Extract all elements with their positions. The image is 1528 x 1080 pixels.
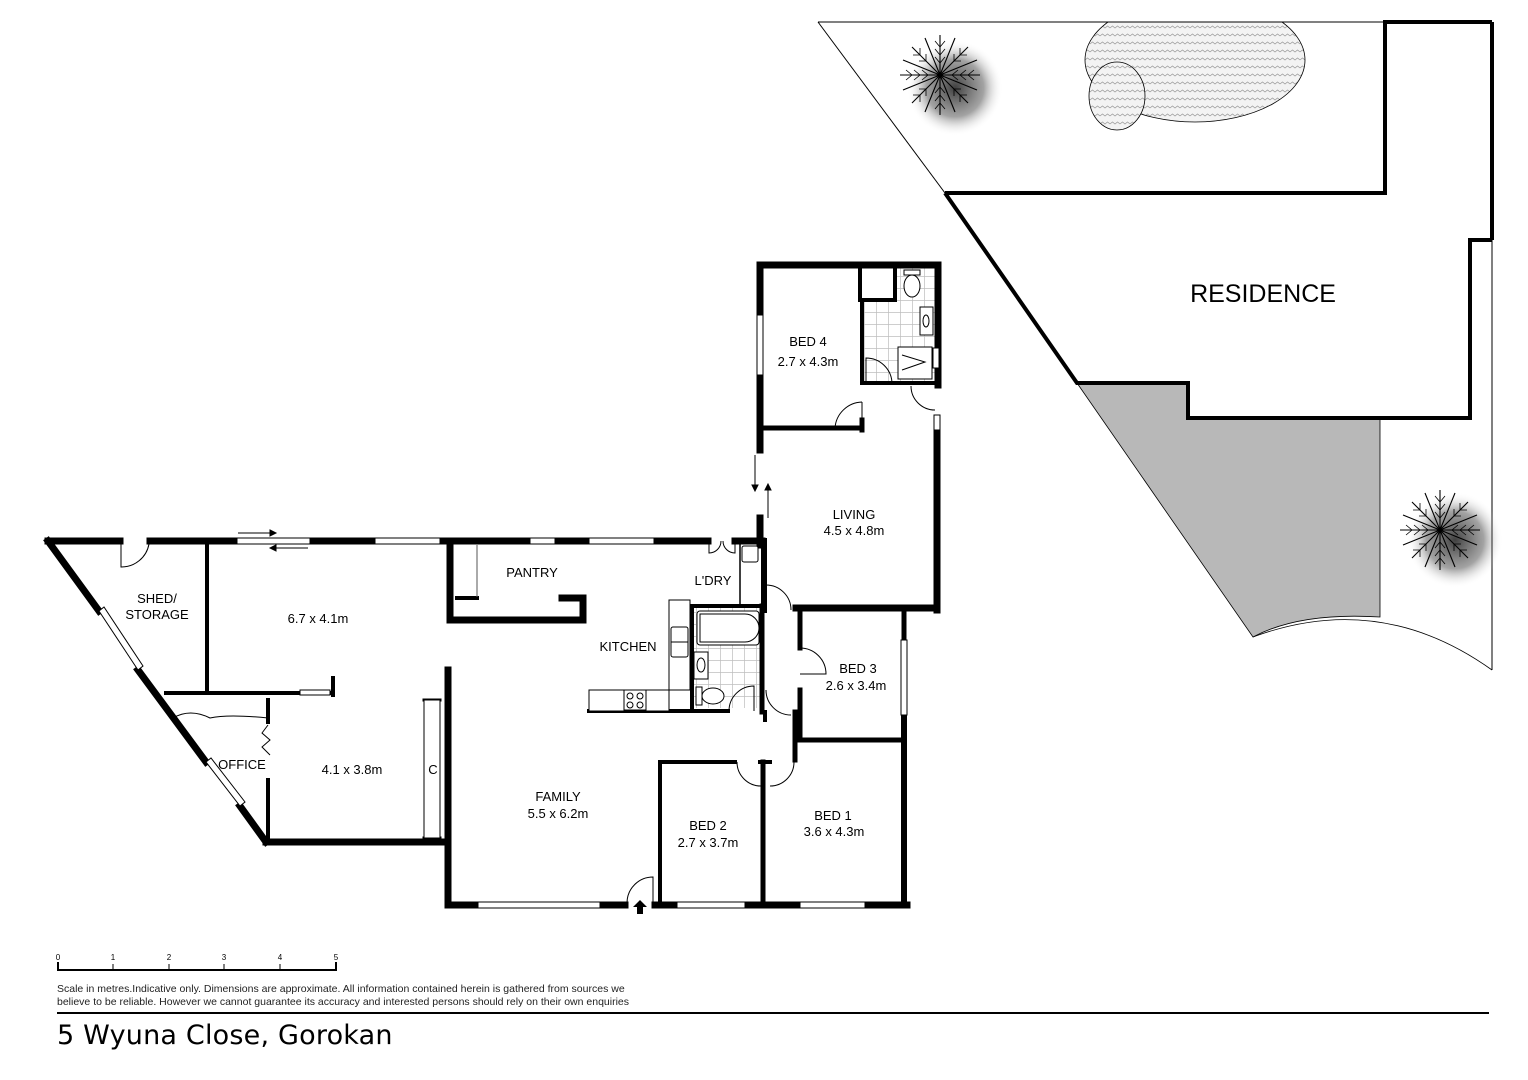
residence-label: RESIDENCE — [1190, 280, 1336, 308]
disclaimer: Scale in metres.Indicative only. Dimensi… — [57, 983, 757, 1009]
laundry-label: L'DRY — [695, 573, 732, 588]
divider — [57, 1012, 1489, 1014]
scale-tick: 3 — [222, 953, 227, 962]
family-dims: 5.5 x 6.2m — [528, 806, 589, 821]
bed4-label: BED 4 — [789, 334, 827, 349]
dining-dims: 4.1 x 3.8m — [322, 762, 383, 777]
shed-label-line2: STORAGE — [125, 607, 189, 622]
shed-label-line1: SHED/ — [137, 591, 177, 606]
scale-tick: 0 — [56, 953, 61, 962]
kitchen-label: KITCHEN — [599, 639, 656, 654]
cupboard — [423, 699, 441, 839]
bath-icon — [696, 610, 760, 646]
rumpus-dims: 6.7 x 4.1m — [288, 611, 349, 626]
toilet-icon — [695, 686, 725, 706]
walls — [43, 261, 942, 909]
entry-arrow-icon — [633, 900, 647, 914]
property-address: 5 Wyuna Close, Gorokan — [57, 1020, 393, 1051]
basin-icon — [693, 651, 709, 680]
scale-tick: 2 — [167, 953, 172, 962]
bed1-label: BED 1 — [814, 808, 852, 823]
bed3-label: BED 3 — [839, 661, 877, 676]
room-labels: SHED/ STORAGE 6.7 x 4.1m OFFICE 4.1 x 3.… — [125, 334, 886, 850]
doors — [120, 357, 936, 904]
pantry-label: PANTRY — [506, 565, 558, 580]
scale-tick: 5 — [334, 953, 339, 962]
disclaimer-line-2: believe to be reliable. However we canno… — [57, 996, 629, 1008]
scale-bar: 0 1 2 3 4 5 — [56, 953, 339, 971]
scale-tick: 1 — [111, 953, 116, 962]
residence-outline — [943, 20, 1494, 420]
bed2-label: BED 2 — [689, 818, 727, 833]
basin-icon — [919, 306, 934, 336]
sliding-door-arrows — [238, 455, 772, 552]
windows — [98, 314, 941, 909]
pool — [818, 0, 1385, 131]
office-label: OFFICE — [218, 757, 266, 772]
living-label: LIVING — [833, 507, 876, 522]
toilet-icon — [903, 269, 921, 298]
bed1-dims: 3.6 x 4.3m — [804, 824, 865, 839]
driveway — [1076, 382, 1493, 671]
living-dims: 4.5 x 4.8m — [824, 523, 885, 538]
cupboard-label: C — [428, 762, 437, 777]
sink-icon — [670, 626, 689, 658]
bed4-dims: 2.7 x 4.3m — [778, 354, 839, 369]
scale-tick: 4 — [278, 953, 283, 962]
cooktop-icon — [623, 689, 647, 711]
family-label: FAMILY — [535, 789, 581, 804]
tree-icon — [1399, 489, 1503, 588]
laundry-tub-icon — [741, 545, 759, 563]
bed2-dims: 2.7 x 3.7m — [678, 835, 739, 850]
kitchen-bench — [588, 599, 691, 712]
shower-icon — [897, 346, 933, 380]
bed3-dims: 2.6 x 3.4m — [826, 678, 887, 693]
disclaimer-line-1: Scale in metres.Indicative only. Dimensi… — [57, 983, 625, 995]
tree-icon — [899, 34, 1003, 136]
